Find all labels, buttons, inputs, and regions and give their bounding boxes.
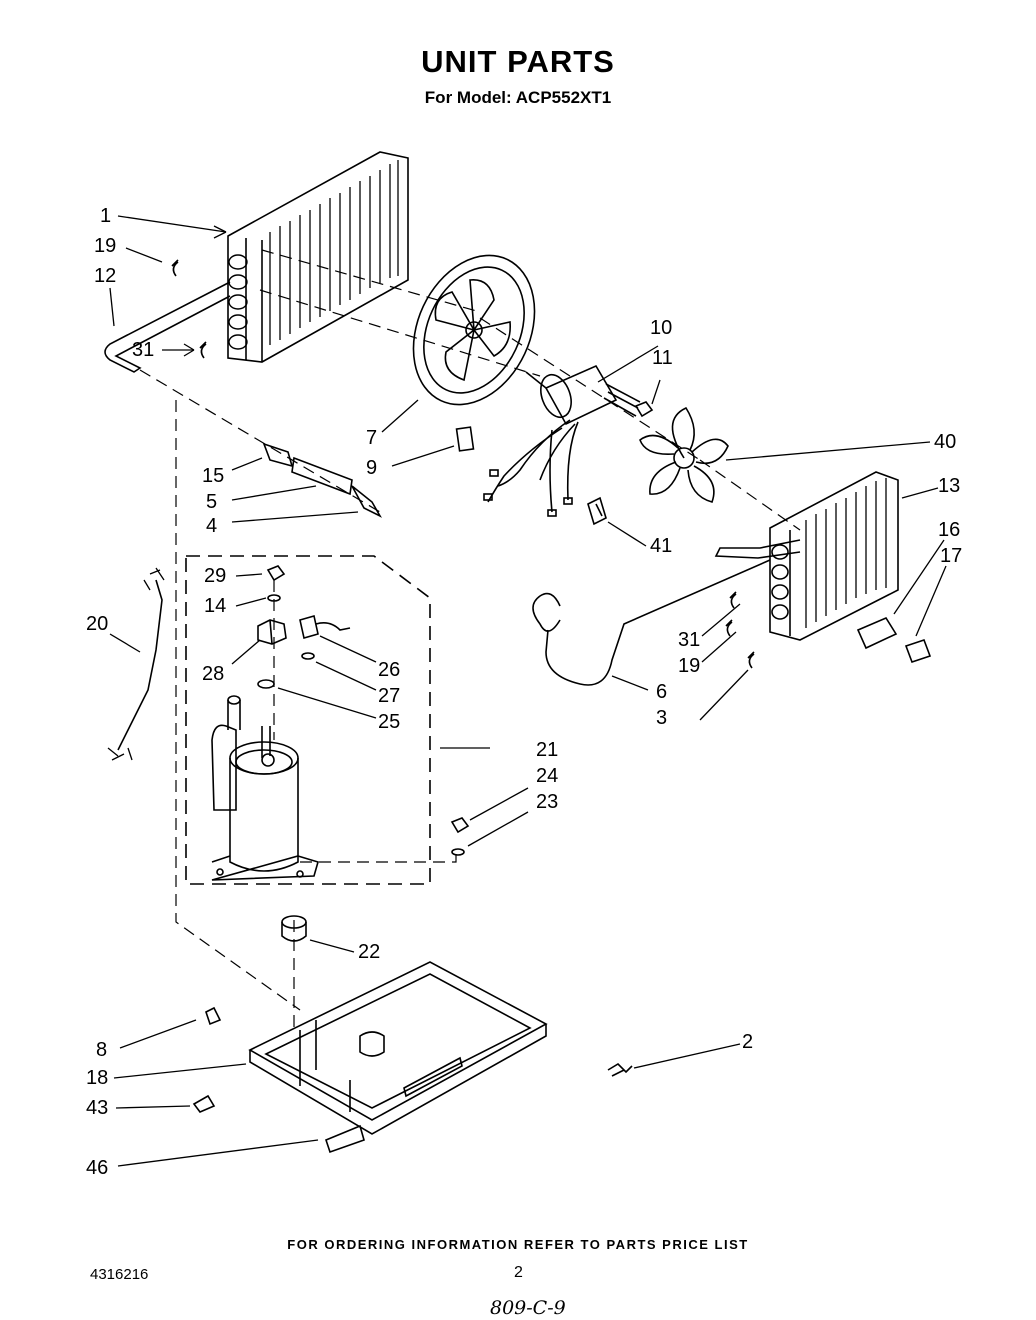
compressor-group-box (185, 555, 431, 885)
callout-7: 7 (366, 427, 378, 449)
callout-40: 40 (934, 431, 957, 453)
callout-21: 21 (536, 739, 559, 761)
fan-motor (483, 364, 641, 517)
callout-43: 43 (86, 1097, 109, 1119)
callout-27: 27 (378, 685, 401, 707)
callout-28: 28 (202, 663, 225, 685)
washer-23 (451, 848, 465, 856)
callout-23: 23 (536, 791, 559, 813)
washer-27 (301, 652, 315, 660)
wire-harness-20 (117, 579, 163, 751)
callout-22: 22 (358, 941, 381, 963)
callout-15: 15 (202, 465, 225, 487)
callout-46: 46 (86, 1157, 109, 1179)
callout-9: 9 (366, 457, 378, 479)
fan-blade (639, 406, 729, 503)
page-number: 2 (514, 1264, 523, 1281)
nut-11 (634, 401, 654, 418)
callout-26: 26 (378, 659, 401, 681)
assembly-lines (139, 249, 801, 1030)
compressor (211, 695, 319, 881)
callout-6: 6 (656, 681, 668, 703)
evaporator-coil (714, 471, 899, 641)
callout-13: 13 (938, 475, 961, 497)
drier-assembly (262, 442, 383, 518)
fan-shroud (412, 254, 536, 406)
callout-1: 1 (100, 205, 112, 227)
nut-29 (266, 565, 286, 582)
part-17 (904, 638, 932, 664)
document-number: 4316216 (90, 1266, 149, 1283)
capillary-tube-6 (532, 559, 771, 686)
callout-3: 3 (656, 707, 668, 729)
grommet-28 (257, 619, 287, 645)
callout-8: 8 (96, 1039, 108, 1061)
callout-2: 2 (742, 1031, 754, 1053)
overload-26 (299, 614, 351, 640)
callout-29: 29 (204, 565, 227, 587)
callout-5: 5 (206, 491, 218, 513)
clip-19-upper (171, 259, 179, 277)
callout-14: 14 (204, 595, 227, 617)
callout-4: 4 (206, 515, 218, 537)
callout-24: 24 (536, 765, 559, 787)
bracket-9 (455, 426, 475, 452)
clip-31-upper (199, 341, 207, 359)
callout-19-lower: 19 (678, 655, 701, 677)
part-8 (205, 1006, 222, 1026)
part-2 (607, 1062, 633, 1077)
handwritten-note: 809-C-9 (490, 1297, 566, 1319)
connector-41 (587, 496, 607, 526)
clip-31-lower (729, 591, 737, 609)
callout-18: 18 (86, 1067, 109, 1089)
clip-3 (747, 651, 755, 669)
model-label: For Model: ACP552XT1 (424, 88, 612, 107)
callout-25: 25 (378, 711, 401, 733)
callout-31-lower: 31 (678, 629, 701, 651)
callout-12: 12 (94, 265, 117, 287)
page-title: UNIT PARTS (421, 44, 615, 79)
leader-arrows (109, 215, 947, 1167)
washer-25 (257, 679, 275, 689)
nut-24 (450, 817, 470, 834)
callout-10: 10 (650, 317, 673, 339)
base-pan (248, 961, 548, 1154)
callout-41: 41 (650, 535, 673, 557)
screw-43 (192, 1094, 216, 1113)
callout-20: 20 (86, 613, 109, 635)
callout-16: 16 (938, 519, 961, 541)
callout-11: 11 (652, 347, 673, 369)
part-16 (856, 616, 898, 650)
tube-12 (104, 281, 231, 373)
callout-31: 31 (132, 339, 155, 361)
callout-19: 19 (94, 235, 117, 257)
condenser-coil (227, 151, 409, 363)
ordering-note: FOR ORDERING INFORMATION REFER TO PARTS … (287, 1237, 749, 1252)
clip-19-lower (725, 619, 733, 637)
callout-17: 17 (940, 545, 963, 567)
